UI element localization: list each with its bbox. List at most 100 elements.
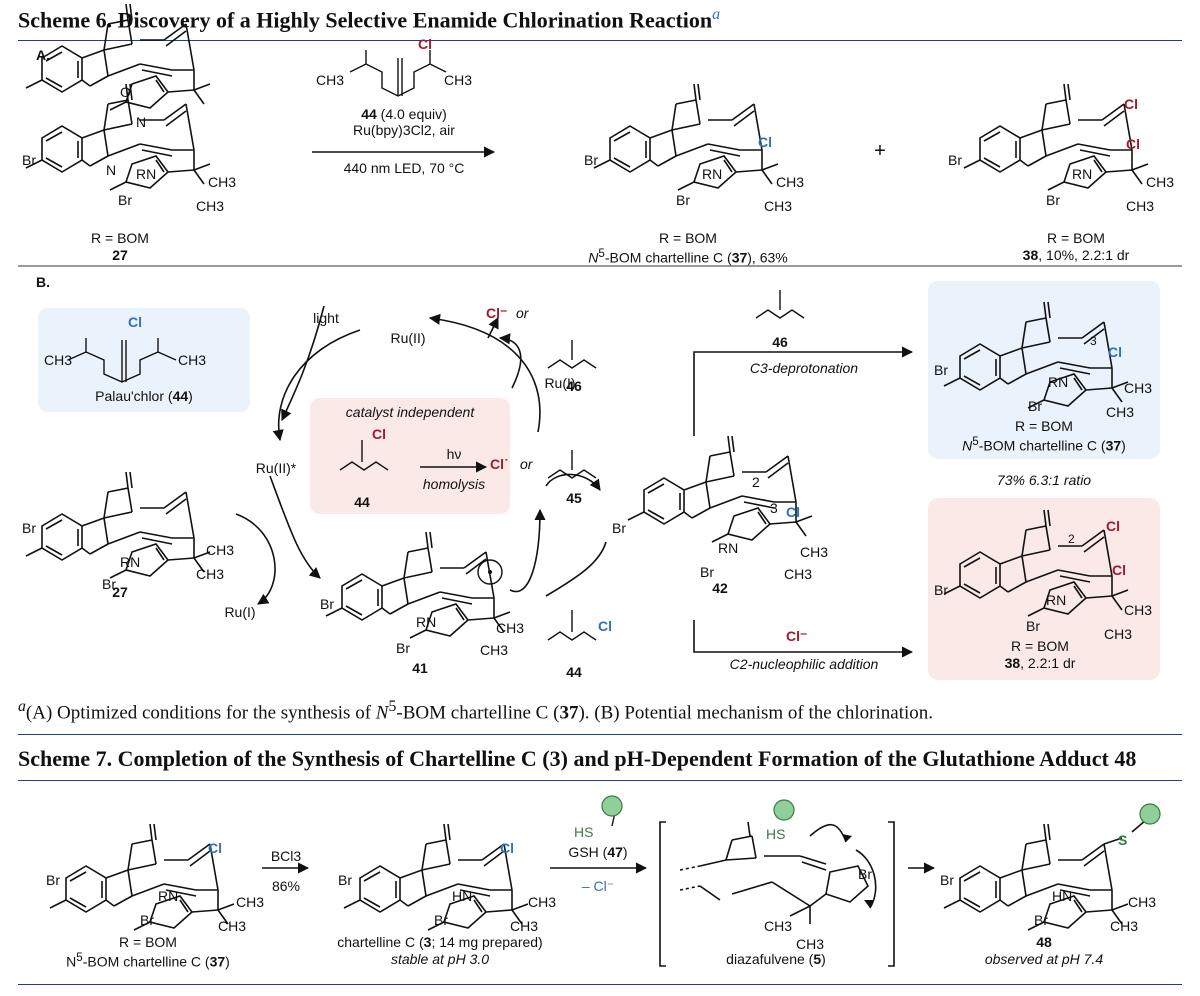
a-p2-cl2: Cl: [1126, 136, 1140, 152]
ratio-label: 73% 6.3:1 ratio: [996, 472, 1092, 488]
a-p2-cl1: Cl: [1124, 96, 1138, 112]
b44-cl: Cl: [598, 618, 612, 634]
bracket-right: [888, 821, 895, 967]
scheme6-bottom-rule: [18, 734, 1182, 735]
a-start-num: 27: [112, 247, 128, 263]
b42-rn: RN: [718, 540, 739, 556]
b42-pos2: 2: [752, 474, 760, 490]
arrow-light: [281, 305, 325, 422]
a-p1-cl: Cl: [758, 134, 772, 150]
a-reagent-ch3-right: CH3: [444, 72, 473, 88]
a-reagent-cl: Cl: [418, 36, 432, 52]
bcl3-label: BCl3: [270, 848, 302, 864]
cl-minus-top: Cl⁻: [486, 305, 508, 321]
ru2star-label: Ru(II)*: [255, 460, 297, 476]
arrow-cl-minus: [487, 316, 499, 339]
s7-48-hn: HN: [1052, 888, 1073, 904]
b38-ch3a: CH3: [1124, 602, 1153, 618]
a-p2-br: Br: [948, 152, 962, 168]
minus-cl-label: – Cl⁻: [581, 878, 615, 894]
or-middle: or: [520, 456, 533, 472]
b37-br: Br: [934, 362, 948, 378]
a-p1-ch3a: CH3: [776, 174, 805, 190]
b41-br: Br: [320, 596, 334, 612]
diazafulvene-sphere: [773, 799, 795, 821]
hv-label: hν: [446, 446, 462, 462]
cl-minus-arrow: Cl⁻: [786, 628, 808, 644]
b42-br: Br: [612, 520, 626, 536]
catalyst-independent: catalyst independent: [345, 404, 475, 420]
light-label: light: [313, 310, 339, 326]
palau-cl: Cl: [128, 314, 142, 330]
scheme6-footnote: a(A) Optimized conditions for the synthe…: [18, 698, 934, 724]
a-start-rn: RN: [136, 166, 157, 182]
a-p2-br2: Br: [1046, 192, 1060, 208]
b37-cl: Cl: [1108, 344, 1122, 360]
arrow-c2: [693, 620, 914, 658]
homolysis-label: homolysis: [422, 476, 486, 492]
ru1-top-label: Ru(I): [544, 375, 576, 391]
a-p2-rn: RN: [1072, 166, 1093, 182]
s7-3-br2: Br: [434, 912, 448, 928]
num41: 41: [412, 660, 428, 676]
scheme6-title: Scheme 6. Discovery of a Highly Selectiv…: [18, 6, 721, 33]
b42-br2: Br: [700, 564, 714, 580]
s7-5-name: diazafulvene (5): [726, 951, 826, 967]
b37-br2: Br: [1028, 398, 1042, 414]
s7-5-br: Br: [858, 866, 872, 882]
s7-48-ch3b: CH3: [1110, 918, 1139, 934]
b27-br2: Br: [102, 576, 116, 592]
homolysis-box: [310, 398, 510, 514]
arc-ru2-to-star: [272, 329, 361, 442]
a-start-ch3b: CH3: [196, 198, 225, 214]
product38-box: [928, 498, 1160, 680]
b27-rn: RN: [120, 554, 141, 570]
arc-44-out: [545, 541, 607, 597]
a-start-n2: N: [136, 114, 147, 130]
s7-48-obs: observed at pH 7.4: [984, 951, 1104, 967]
gsh-hs: HS: [574, 824, 594, 840]
a-p2-ch3a: CH3: [1146, 174, 1175, 190]
b38-name: 38, 2.2:1 dr: [1004, 655, 1076, 671]
b42-pos3: 3: [770, 500, 778, 516]
s7-37-name: N5-BOM chartelline C (37): [66, 951, 230, 970]
a-p1-rn: RN: [702, 166, 723, 182]
product37-box: [928, 281, 1160, 459]
b37-ch3a: CH3: [1124, 380, 1153, 396]
num46-top: 46: [566, 378, 582, 394]
s7-48-br2: Br: [1034, 912, 1048, 928]
a-start-r: R = BOM: [91, 230, 149, 246]
s7-5-hs: HS: [766, 826, 786, 842]
c2-addition: C2-nucleophilic addition: [729, 656, 879, 672]
s7-5-ch3a: CH3: [764, 918, 793, 934]
a-p2-name: 38, 10%, 2.2:1 dr: [1022, 247, 1130, 263]
scheme7-top-rule: [18, 780, 1182, 781]
s7-37-ch3a: CH3: [236, 894, 265, 910]
s7-37-cl: Cl: [208, 840, 222, 856]
b41-ch3b: CH3: [480, 642, 509, 658]
s7-3-ch3b: CH3: [510, 918, 539, 934]
a-p2-ch3b: CH3: [1126, 198, 1155, 214]
palau-ch3-left: CH3: [44, 352, 73, 368]
b38-cl1: Cl: [1106, 518, 1120, 534]
b38-r: R = BOM: [1011, 638, 1069, 654]
a-p1-ch3b: CH3: [764, 198, 793, 214]
s7-37-br: Br: [46, 872, 60, 888]
s7-37-ch3b: CH3: [218, 918, 247, 934]
arc-ru1-bottom: [235, 513, 276, 605]
palau-label: Palau'chlor (44): [95, 388, 193, 404]
s7-48-s: S: [1118, 832, 1128, 848]
b37-r: R = BOM: [1015, 418, 1073, 434]
s7-3-cl: Cl: [500, 840, 514, 856]
a-start-n: N: [106, 162, 117, 178]
arrow-c3: [693, 346, 914, 436]
a-start-br2: Br: [118, 192, 132, 208]
s7-48-num: 48: [1036, 934, 1052, 950]
arc-ru1-top: [498, 333, 522, 389]
b37-ch3b: CH3: [1106, 404, 1135, 420]
b38-br2: Br: [1026, 618, 1040, 634]
gsh-label: GSH (47): [568, 844, 628, 860]
s7-3-stable: stable at pH 3.0: [390, 951, 490, 967]
b38-ch3b: CH3: [1104, 626, 1133, 642]
